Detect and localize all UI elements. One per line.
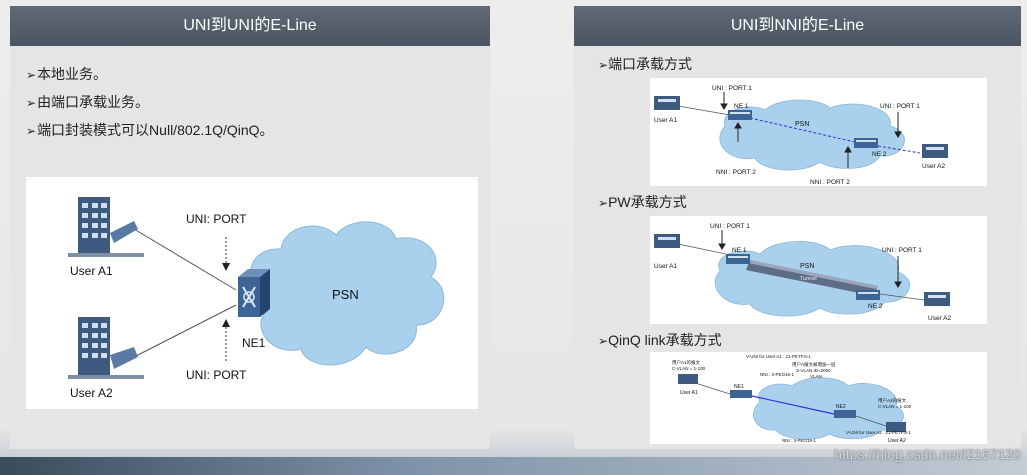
left-bullet-3: ➢端口封装模式可以Null/802.1Q/QinQ。	[26, 120, 274, 140]
user-a2-label: User A2	[922, 163, 946, 170]
ne1-router-icon	[726, 254, 750, 264]
user-a2-building-icon	[922, 144, 948, 158]
user-a1-building-icon	[654, 234, 680, 248]
user-a1-label: User A1	[654, 117, 678, 124]
user-a2-building-icon	[68, 317, 144, 379]
uni-top-arrow-icon	[222, 237, 230, 271]
bullet-arrow-icon: ➢	[598, 58, 609, 72]
ne1-label: NE1	[242, 336, 266, 350]
vlan-label: VLAN	[810, 374, 822, 379]
pointer-arrows-icon	[720, 92, 902, 168]
cvlan-a2-label: C-VLAN = 1-100	[878, 404, 912, 409]
bottom-decoration-bar	[0, 457, 1027, 475]
uni-bottom-label: UNI: PORT	[186, 368, 247, 382]
ne2-label: NE 2	[872, 151, 887, 158]
bullet-arrow-icon: ➢	[598, 196, 609, 210]
right-panel-title: UNI到NNI的E-Line	[574, 6, 1021, 46]
section-qinq-heading-text: QinQ link承载方式	[608, 332, 722, 348]
section-port-heading-text: 端口承载方式	[608, 56, 693, 72]
ne1-router-icon	[730, 390, 752, 398]
bullet-arrow-icon: ➢	[26, 96, 37, 110]
user-a1-packet-label: 用户A1的报文	[672, 359, 701, 366]
ne2-label: NE2	[836, 404, 846, 410]
uni-right-label: UNI : PORT 1	[880, 103, 920, 110]
pointer-arrows-icon	[718, 230, 902, 288]
left-panel: UNI到UNI的E-Line ➢本地业务。 ➢由端口承载业务。 ➢端口封装模式可…	[10, 6, 490, 449]
user-a2-label: User A2	[928, 315, 952, 322]
user-a1-label: User A1	[680, 390, 698, 396]
left-bullet-1-text: 本地业务。	[37, 66, 108, 82]
section-pw-heading: ➢PW承载方式	[598, 192, 687, 212]
ne1-label: NE 1	[734, 103, 749, 110]
right-panel: UNI到NNI的E-Line ➢端口承载方式	[574, 6, 1021, 449]
uni-bottom-arrow-icon	[222, 319, 230, 362]
nni-b-label: NNI : 3-PEO16-1	[782, 438, 817, 443]
user-a2-label: User A2	[888, 438, 906, 444]
bullet-arrow-icon: ➢	[598, 334, 609, 348]
uni-right-label: UNI : PORT 1	[882, 247, 922, 254]
uni-top-label: UNI: PORT	[186, 212, 247, 226]
user-a1-building-icon	[654, 96, 680, 110]
section-port-heading: ➢端口承载方式	[598, 54, 692, 74]
psn-label: PSN	[795, 121, 809, 128]
link-a2-ne1	[133, 304, 237, 358]
ne1-label: NE1	[734, 384, 744, 390]
ne2-router-icon	[856, 290, 880, 300]
left-panel-title: UNI到UNI的E-Line	[10, 6, 490, 46]
user-a2-packet-label: 用户A2的报文	[878, 397, 907, 404]
qinq-diagram: V-UNI for User A1 : 21-PETF.6-1 用户A1的报文 …	[650, 352, 987, 444]
cvlan-a1-label: C-VLAN = 1-100	[672, 366, 706, 371]
psn-label: PSN	[800, 263, 814, 270]
tunnel-pipe-icon	[746, 260, 878, 296]
link-ne1-ne2	[751, 395, 835, 415]
ne1-router-icon	[238, 269, 270, 317]
user-a2-building-icon	[924, 292, 950, 306]
psn-cloud-icon	[753, 377, 904, 440]
bullet-arrow-icon: ➢	[26, 68, 37, 82]
tunnel-label: Tunnel	[800, 276, 817, 282]
ne2-label: NE 2	[868, 303, 883, 310]
user-a1-label: User A1	[70, 264, 113, 278]
psn-cloud-icon	[250, 221, 445, 366]
ne1-router-icon	[728, 110, 752, 120]
watermark: https://blog.csdn.net/i2167120	[834, 446, 1021, 462]
nni-right-label: NNI : PORT 2	[810, 179, 850, 186]
uni-left-label: UNI : PORT 1	[710, 223, 750, 230]
section-qinq-heading: ➢QinQ link承载方式	[598, 330, 722, 350]
svlan-label: S-VLAN ID=2000	[796, 368, 831, 373]
nni-left-label: NNI : PORT 2	[716, 169, 756, 176]
ne2-router-icon	[834, 410, 856, 418]
left-diagram: User A1 User A2 UNI: PORT UNI: PORT PSN …	[26, 177, 478, 409]
user-a2-label: User A2	[70, 386, 113, 400]
link-ne1-ne2	[749, 117, 856, 143]
user-a1-label: User A1	[654, 263, 678, 270]
link-a1-ne1	[133, 228, 237, 291]
left-bullet-2-text: 由端口承载业务。	[37, 94, 150, 110]
user-a1-building-icon	[68, 197, 144, 257]
user-a2-building-icon	[886, 422, 906, 432]
psn-cloud-icon	[719, 99, 905, 171]
nni-a-label: NNI : 3-PEO16-1	[760, 372, 795, 377]
bullet-arrow-icon: ➢	[26, 124, 37, 138]
ne2-router-icon	[854, 138, 878, 148]
section-pw-heading-text: PW承载方式	[608, 194, 687, 210]
left-bullet-1: ➢本地业务。	[26, 64, 107, 84]
unify-label: 用户A报文被增加一层	[792, 361, 836, 368]
vuni-a1-label: V-UNI for User A1 : 21-PETF.6-1	[746, 354, 811, 359]
port-diagram: UNI : PORT 1 NE 1 PSN UNI : PORT 1 NE 2 …	[650, 78, 987, 186]
left-bullet-3-text: 端口封装模式可以Null/802.1Q/QinQ。	[37, 122, 274, 138]
user-a1-building-icon	[678, 374, 698, 384]
left-bullet-2: ➢由端口承载业务。	[26, 92, 149, 112]
pw-diagram: UNI : PORT 1 NE 1 PSN Tunnel UNI : PORT …	[650, 216, 987, 324]
vuni-a2-label: V-UNI for User A2 : 21-PETF.8-1	[846, 430, 911, 435]
uni-left-label: UNI : PORT 1	[712, 85, 752, 92]
psn-label: PSN	[332, 287, 359, 302]
ne1-label: NE 1	[732, 247, 747, 254]
